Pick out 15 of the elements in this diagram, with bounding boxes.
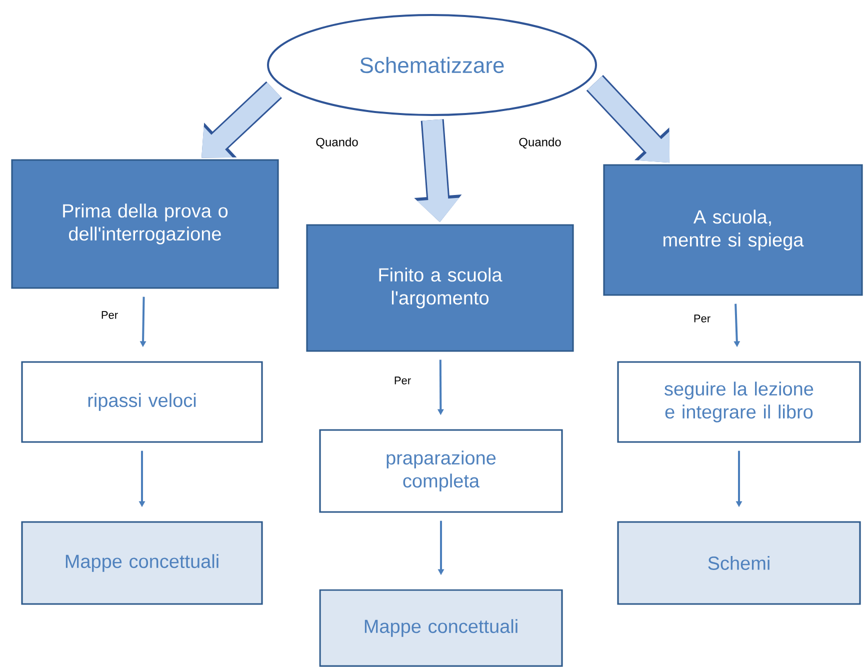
block-arrow	[202, 81, 282, 158]
result-box: Mappe concettuali	[21, 521, 263, 605]
condition-label: Quando	[519, 138, 561, 148]
purpose-box: praparazione completa	[319, 429, 563, 513]
result-box: Mappe concettuali	[319, 589, 563, 667]
condition-box: A scuola, mentre si spiega	[603, 164, 863, 296]
edge-label: Per	[392, 376, 412, 386]
condition-label: Quando	[316, 138, 358, 148]
purpose-box: seguire la lezione e integrare il libro	[617, 361, 861, 443]
edge-label: Per	[100, 310, 120, 320]
purpose-box: ripassi veloci	[21, 361, 263, 443]
result-box: Schemi	[617, 521, 861, 605]
condition-box: Finito a scuola l'argomento	[306, 224, 574, 352]
condition-box: Prima della prova o dell'interrogazione	[11, 159, 279, 289]
edge-label: Per	[692, 314, 712, 324]
